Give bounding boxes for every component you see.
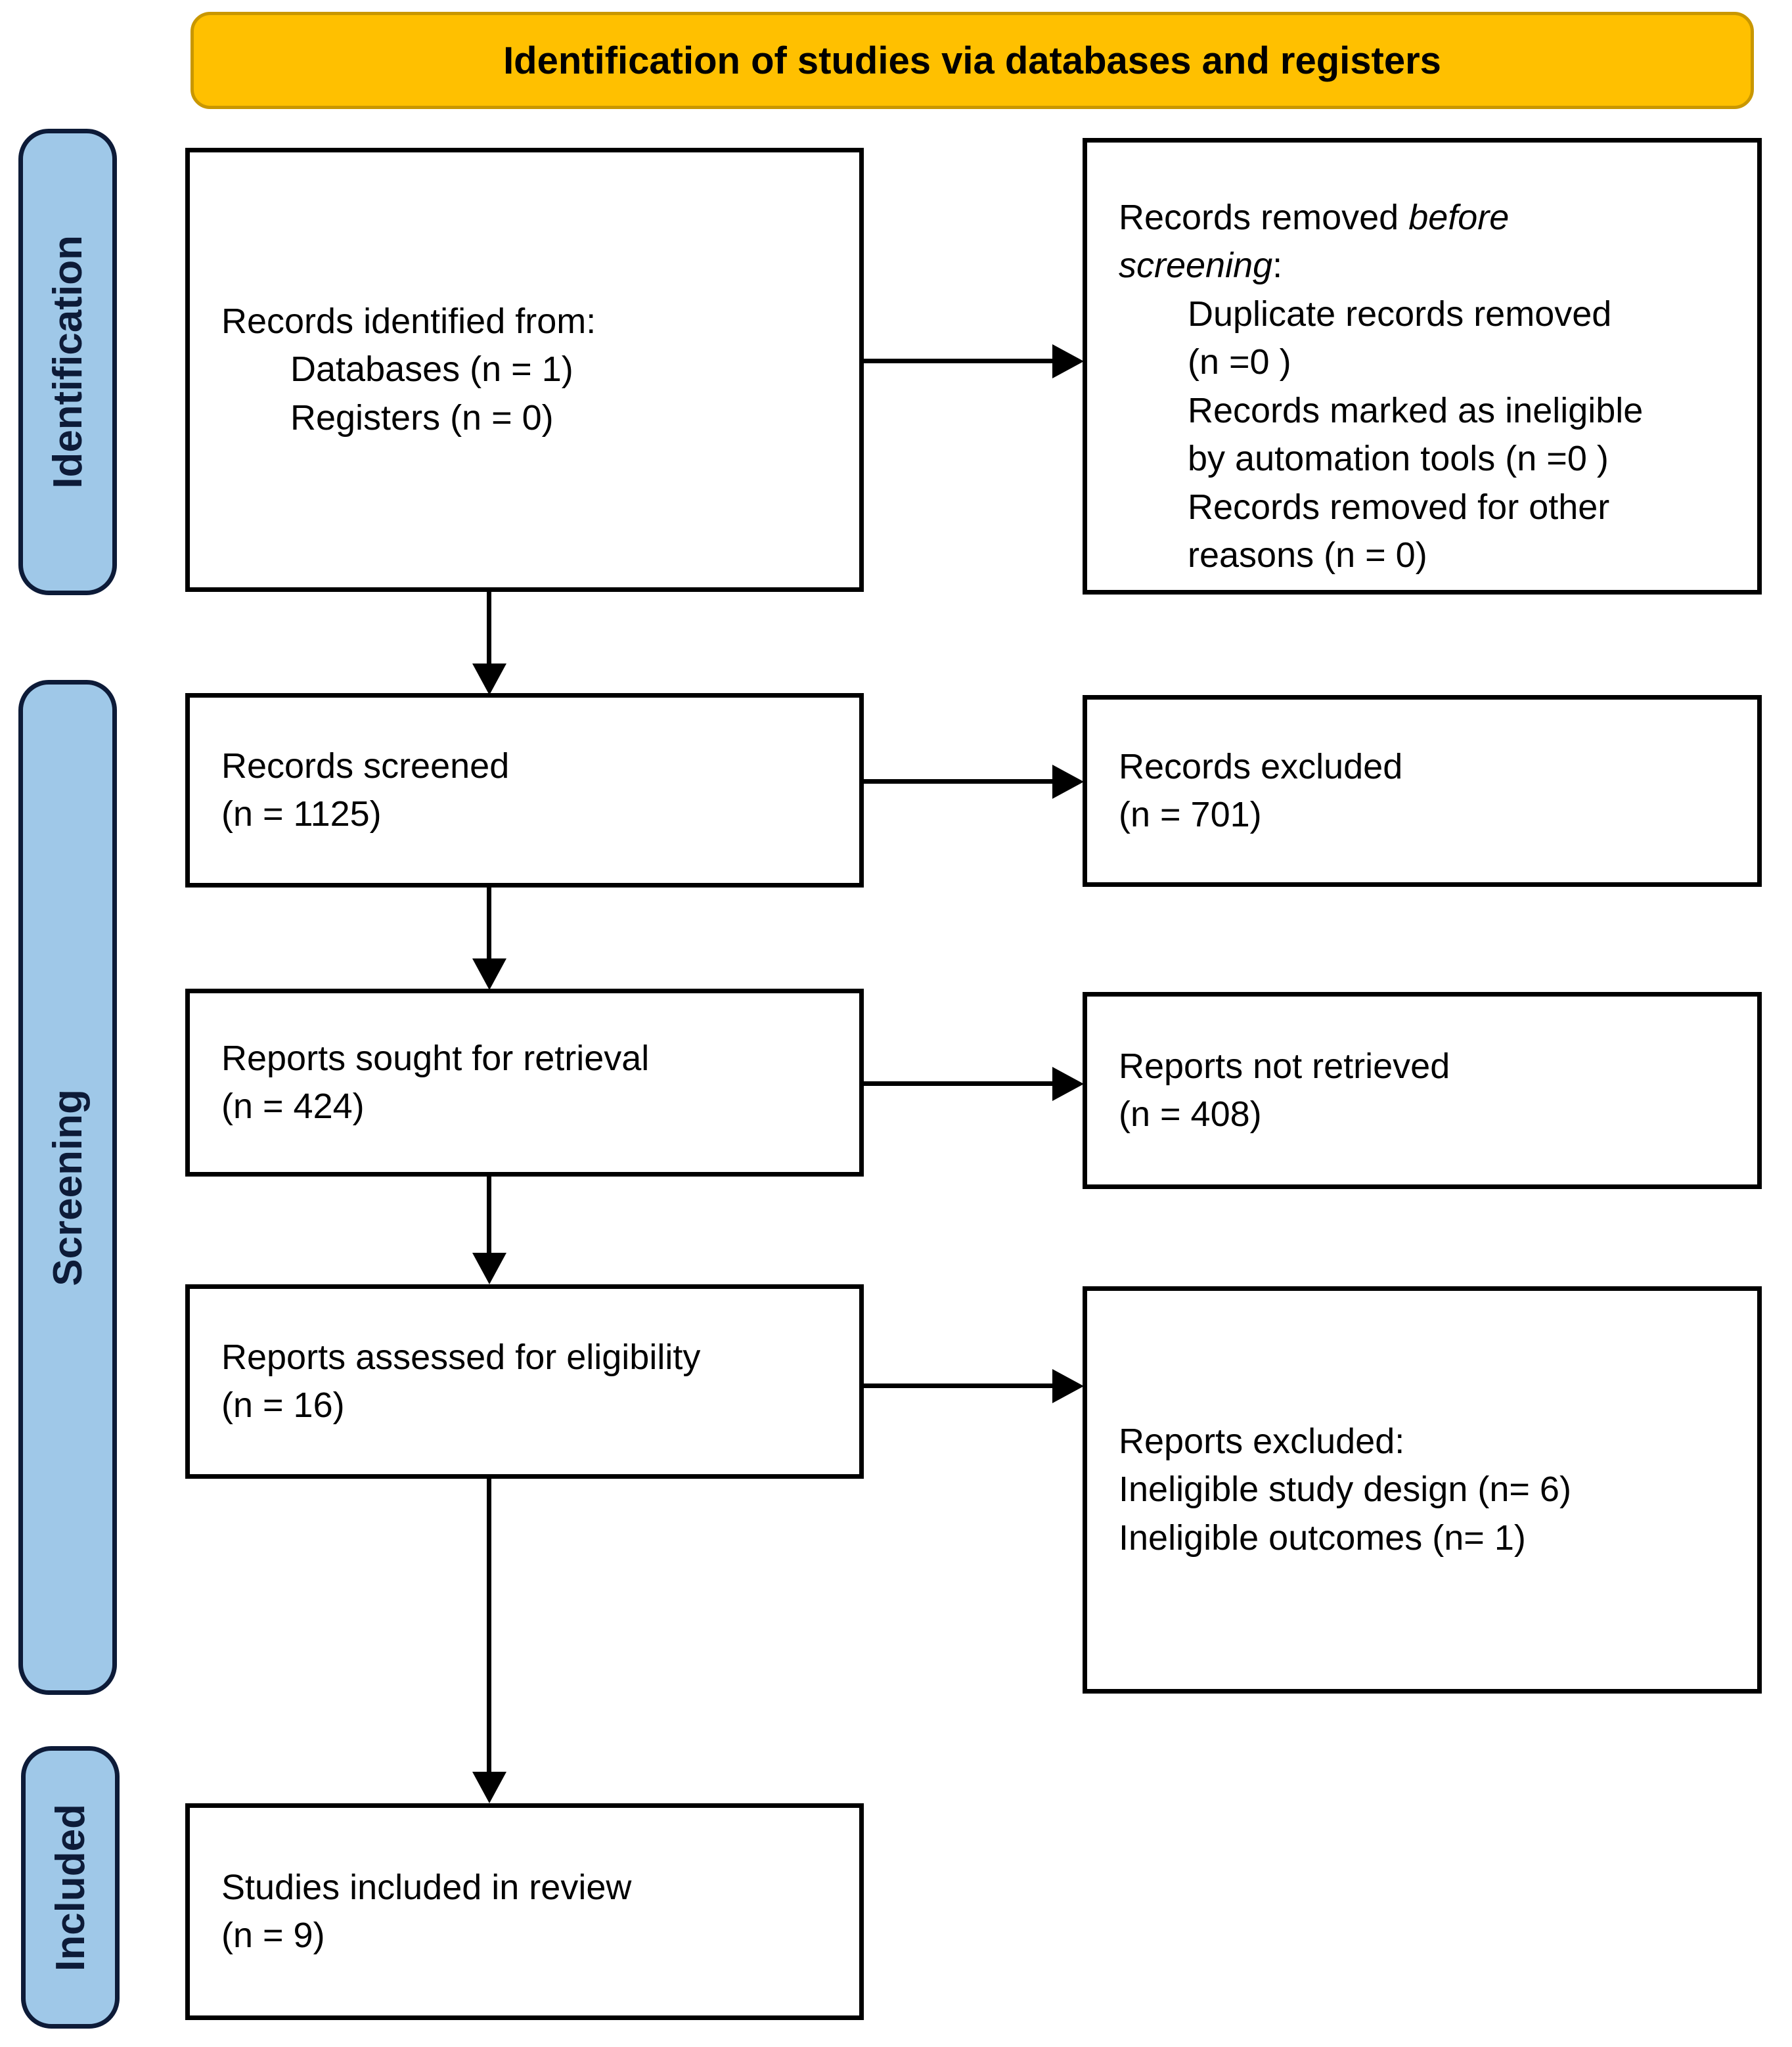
arrow-assessed-to-excluded-head — [1052, 1369, 1084, 1403]
reports-assessed-label: Reports assessed for eligibility — [221, 1337, 701, 1377]
records-removed-item-automation-n: by automation tools (n =0 ) — [1188, 439, 1609, 479]
title-banner-text: Identification of studies via databases … — [503, 39, 1441, 82]
records-removed-title-italic1: before — [1408, 198, 1510, 237]
studies-included-count: (n = 9) — [221, 1916, 325, 1955]
arrow-identified-to-removed-head — [1052, 344, 1084, 378]
reports-assessed-count: (n = 16) — [221, 1385, 345, 1425]
box-reports-excluded: Reports excluded: Ineligible study desig… — [1083, 1286, 1762, 1694]
records-excluded-count: (n = 701) — [1119, 795, 1262, 834]
box-records-screened: Records screened (n = 1125) — [185, 693, 864, 888]
arrow-sought-to-not-retrieved-head — [1052, 1067, 1084, 1101]
records-removed-title-colon: : — [1272, 246, 1283, 286]
records-removed-item-other-n: reasons (n = 0) — [1188, 535, 1427, 575]
box-records-removed-before-screening: Records removed before screening: Duplic… — [1083, 138, 1762, 595]
records-removed-item-automation: Records marked as ineligible — [1188, 390, 1644, 430]
records-identified-databases: Databases (n = 1) — [290, 349, 573, 390]
studies-included-label: Studies included in review — [221, 1867, 632, 1907]
box-reports-not-retrieved: Reports not retrieved (n = 408) — [1083, 992, 1762, 1189]
records-removed-title-line2: screening: — [1119, 242, 1739, 290]
reports-excluded-item-design: Ineligible study design (n= 6) — [1119, 1470, 1571, 1510]
title-banner: Identification of studies via databases … — [190, 12, 1754, 109]
arrow-sought-to-assessed-head — [472, 1253, 506, 1284]
box-records-excluded: Records excluded (n = 701) — [1083, 695, 1762, 887]
records-identified-title: Records identified from: — [221, 301, 596, 341]
records-screened-count: (n = 1125) — [221, 794, 382, 834]
arrow-identified-to-removed-line — [864, 359, 1052, 363]
reports-not-retrieved-label: Reports not retrieved — [1119, 1046, 1450, 1086]
arrow-screened-to-sought-head — [472, 958, 506, 990]
records-removed-item-duplicates: Duplicate records removed — [1188, 294, 1612, 334]
records-removed-item-other: Records removed for other — [1188, 487, 1610, 527]
box-records-identified: Records identified from: Databases (n = … — [185, 148, 864, 592]
arrow-screened-to-sought-line — [487, 888, 491, 960]
stage-included: Included — [21, 1746, 120, 2029]
stage-included-label: Included — [47, 1803, 93, 1971]
records-removed-item-duplicates-n: (n =0 ) — [1188, 342, 1291, 382]
records-identified-registers: Registers (n = 0) — [290, 397, 554, 438]
arrow-screened-to-excluded-line — [864, 779, 1052, 784]
stage-identification: Identification — [18, 129, 117, 595]
reports-excluded-item-outcomes: Ineligible outcomes (n= 1) — [1119, 1518, 1526, 1558]
box-reports-assessed: Reports assessed for eligibility (n = 16… — [185, 1284, 864, 1479]
stage-screening: Screening — [18, 680, 117, 1695]
arrow-sought-to-not-retrieved-line — [864, 1081, 1052, 1086]
arrow-identified-to-screened-line — [487, 591, 491, 665]
reports-excluded-title: Reports excluded: — [1119, 1421, 1405, 1461]
arrow-assessed-to-included-line — [487, 1479, 491, 1773]
records-removed-title-prefix: Records removed — [1119, 198, 1409, 237]
arrow-sought-to-assessed-line — [487, 1177, 491, 1254]
reports-not-retrieved-count: (n = 408) — [1119, 1094, 1262, 1134]
box-studies-included: Studies included in review (n = 9) — [185, 1803, 864, 2020]
arrow-identified-to-screened-head — [472, 664, 506, 695]
records-screened-label: Records screened — [221, 746, 510, 786]
stage-identification-label: Identification — [45, 235, 91, 489]
records-excluded-label: Records excluded — [1119, 746, 1403, 786]
records-removed-title-line1: Records removed before — [1119, 194, 1739, 242]
reports-sought-count: (n = 424) — [221, 1087, 365, 1126]
arrow-assessed-to-included-head — [472, 1772, 506, 1803]
records-removed-title-italic2: screening — [1119, 246, 1273, 286]
arrow-assessed-to-excluded-line — [864, 1383, 1052, 1388]
box-reports-sought: Reports sought for retrieval (n = 424) — [185, 989, 864, 1177]
arrow-screened-to-excluded-head — [1052, 765, 1084, 799]
reports-sought-label: Reports sought for retrieval — [221, 1038, 650, 1078]
stage-screening-label: Screening — [45, 1089, 91, 1286]
